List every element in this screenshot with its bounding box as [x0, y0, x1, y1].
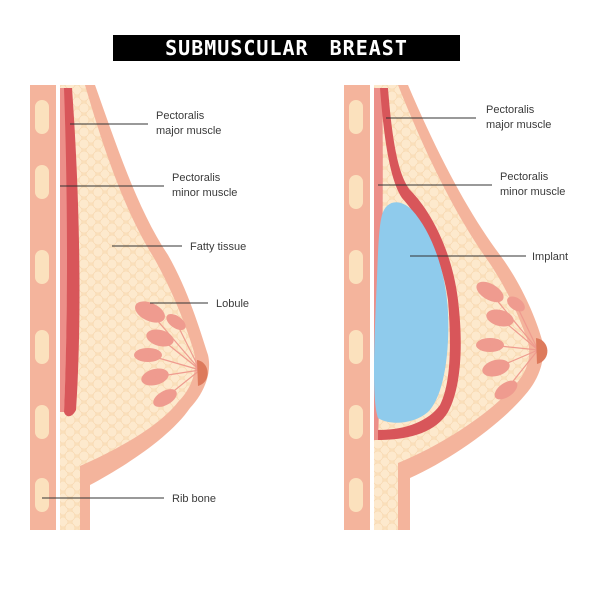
label-left-pec-major-1: Pectoralis [156, 110, 205, 122]
right-nipple [536, 338, 548, 364]
left-nipple [197, 360, 208, 386]
label-right-pec-major-2: major muscle [486, 119, 551, 131]
label-rib-bone: Rib bone [172, 493, 216, 505]
label-left-pec-minor-1: Pectoralis [172, 172, 221, 184]
label-lobule: Lobule [216, 298, 249, 310]
label-right-pec-major-1: Pectoralis [486, 104, 535, 116]
left-rib-bones [35, 100, 49, 512]
right-pectoralis-major [378, 88, 461, 440]
label-left-pec-minor-2: minor muscle [172, 187, 237, 199]
label-right-pec-minor-2: minor muscle [500, 186, 565, 198]
left-labels: Pectoralis major muscle Pectoralis minor… [156, 110, 249, 505]
label-implant: Implant [532, 251, 568, 263]
left-breast-diagram [30, 85, 210, 530]
left-leader-lines [42, 123, 208, 499]
page-title: SUBMUSCULAR BREAST IMPLANT [113, 35, 460, 86]
right-leader-lines [378, 117, 526, 257]
left-fatty-tissue [56, 85, 196, 530]
right-rib-column [344, 85, 370, 530]
label-fatty-tissue: Fatty tissue [190, 241, 246, 253]
left-rib-column [30, 85, 56, 530]
label-left-pec-major-2: major muscle [156, 125, 221, 137]
right-breast-diagram [344, 85, 548, 530]
label-right-pec-minor-1: Pectoralis [500, 171, 549, 183]
left-pectoralis-minor [60, 88, 68, 412]
right-labels: Pectoralis major muscle Pectoralis minor… [486, 104, 568, 263]
left-pectoralis-major [64, 88, 80, 417]
right-rib-bones [349, 100, 363, 512]
right-implant [374, 202, 449, 423]
